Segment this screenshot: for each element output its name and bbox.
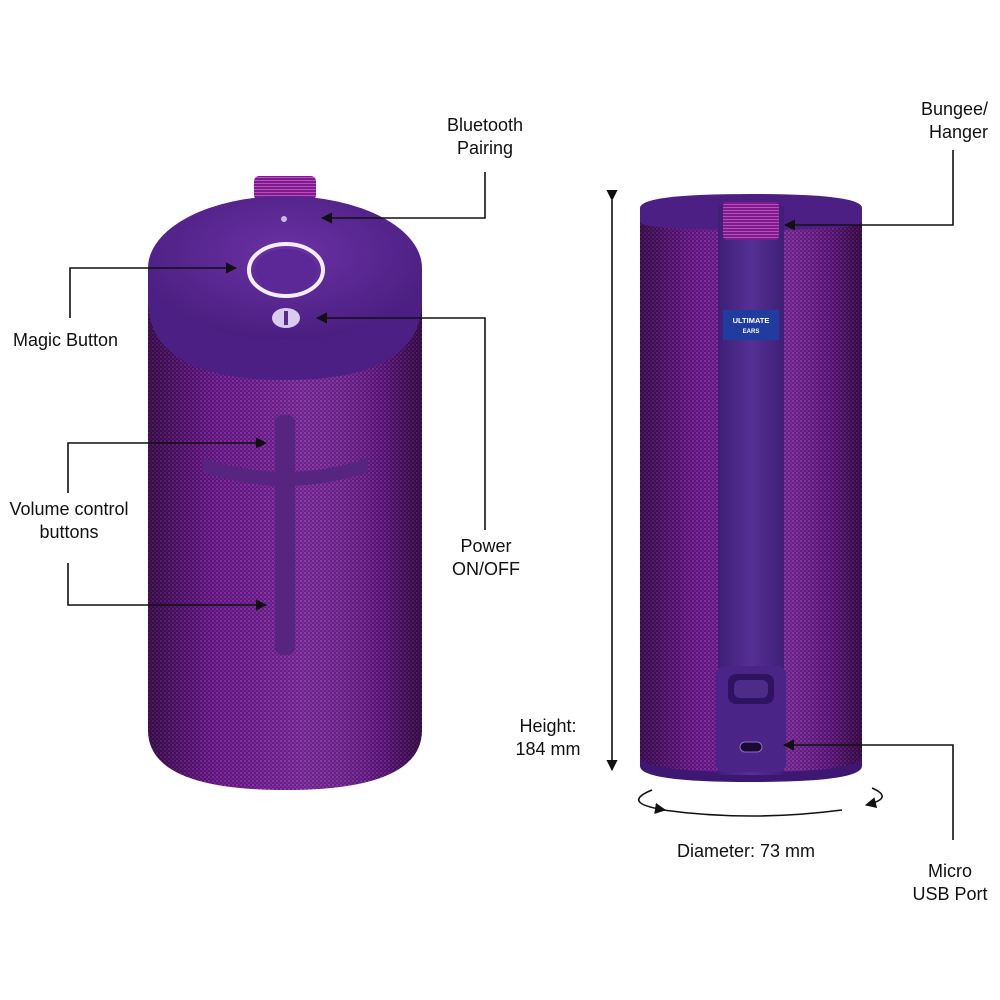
- annotation-lines: [67, 150, 954, 840]
- bluetooth-pairing-dot[interactable]: [281, 216, 287, 222]
- left-speaker: [148, 176, 422, 790]
- brand-badge-line-1: ULTIMATE: [733, 316, 770, 325]
- magic-button-ring[interactable]: [247, 242, 325, 298]
- brand-badge-line-2: EARS: [743, 329, 760, 335]
- volume-plus-button[interactable]: [203, 415, 368, 573]
- height-label: Height:184 mm: [515, 716, 581, 759]
- micro-usb-port[interactable]: [739, 741, 763, 753]
- bungee-hanger-label: Bungee/Hanger: [920, 99, 988, 142]
- rear-strap: [718, 205, 784, 775]
- brand-badge: [723, 310, 779, 340]
- diameter-label: Diameter: 73 mm: [677, 841, 816, 861]
- volume-minus-button[interactable]: [275, 557, 295, 655]
- magic-button-label: Magic Button: [13, 330, 119, 350]
- bungee-hanger[interactable]: [723, 202, 779, 240]
- top-bungee-loop: [254, 176, 316, 200]
- right-speaker: ULTIMATE EARS: [640, 194, 862, 782]
